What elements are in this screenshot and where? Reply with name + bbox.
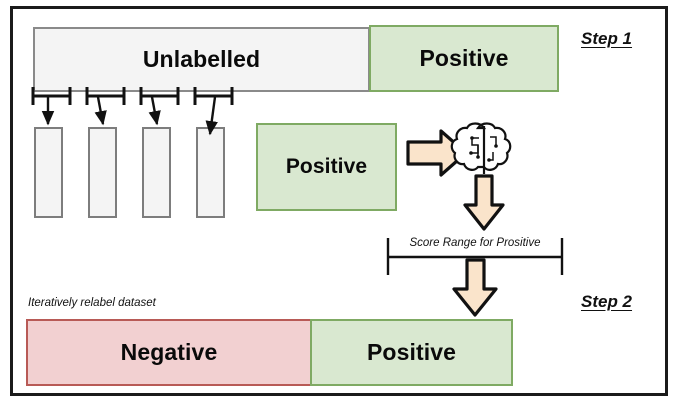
middle-positive-box: Positive bbox=[256, 123, 397, 211]
score-range-label: Score Range for Prositive bbox=[409, 237, 541, 249]
iteratively-relabel-note: Iteratively relabel dataset bbox=[28, 297, 156, 309]
chunk-box-2 bbox=[88, 127, 117, 218]
chunk-box-1 bbox=[34, 127, 63, 218]
step-2-label: Step 2 bbox=[581, 292, 633, 311]
chunk-box-3 bbox=[142, 127, 171, 218]
bottom-positive-box: Positive bbox=[310, 319, 513, 386]
top-positive-label: Positive bbox=[419, 45, 509, 71]
top-unlabelled-label: Unlabelled bbox=[142, 46, 261, 72]
top-positive-box: Positive bbox=[369, 25, 559, 92]
step-1-label: Step 1 bbox=[581, 29, 633, 48]
bottom-negative-box: Negative bbox=[26, 319, 312, 386]
bottom-positive-label: Positive bbox=[366, 339, 456, 365]
chunk-box-4 bbox=[196, 127, 225, 218]
bottom-negative-label: Negative bbox=[120, 339, 218, 365]
middle-positive-label: Positive bbox=[285, 155, 368, 178]
top-unlabelled-box: Unlabelled bbox=[33, 27, 370, 92]
